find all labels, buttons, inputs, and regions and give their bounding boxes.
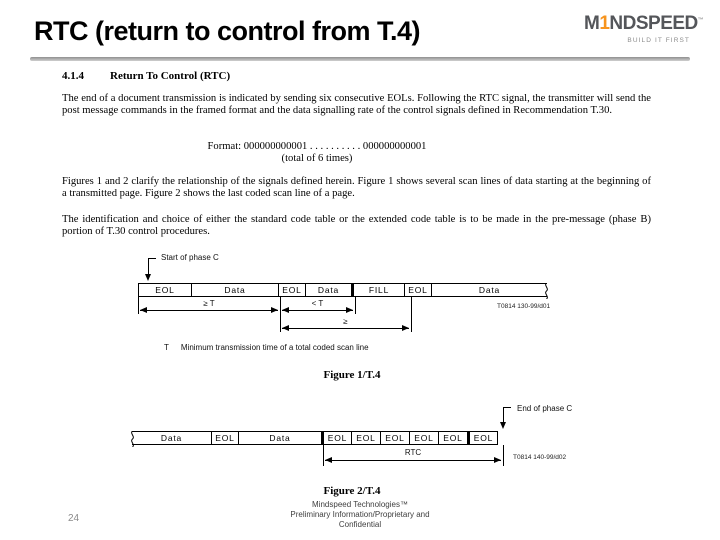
paragraph-figures: Figures 1 and 2 clarify the relationship… [62,176,651,200]
box-label: EOL [443,433,463,443]
legend-term: T [164,343,169,352]
dimension-arrow [282,307,353,313]
logo-wordmark: M1NDSPEED™ [584,13,704,35]
signal-box-eol: EOL [211,431,239,445]
down-arrow-icon [145,274,151,281]
trademark-icon: ™ [697,17,704,24]
paragraph-identification: The identification and choice of either … [62,214,651,238]
legend-text: Minimum transmission time of a total cod… [180,343,369,352]
figure1-legend: T Minimum transmission time of a total co… [164,343,369,352]
span-label-min-t: ≥ T [203,299,215,308]
section-number: 4.1.4 [62,70,84,82]
box-label: Data [317,285,340,295]
footer-confidentiality-1: Preliminary Information/Proprietary and [290,510,430,519]
dimension-arrow [325,457,501,463]
logo-tagline: BUILD IT FIRST [627,37,690,44]
dimension-arrow [282,325,409,331]
section-title: Return To Control (RTC) [110,70,231,82]
signal-box-eol: EOL [278,283,306,297]
signal-box-data: Data [238,431,322,445]
footer-text: Mindspeed Technologies™ Preliminary Info… [210,500,510,530]
dimension-guide [280,297,281,332]
signal-box-eol: EOL [409,431,439,445]
dimension-arrow [140,307,278,313]
torn-edge-icon [131,431,134,447]
box-label: Data [160,433,183,443]
box-label: EOL [385,433,405,443]
signal-box-data: Data [131,431,212,447]
format-block: Format: 000000000001 . . . . . . . . . .… [62,141,572,166]
dimension-guide [138,297,139,314]
dimension-guide [355,297,356,314]
span-label-lt-t: < T [311,299,324,308]
figure1-caption: Figure 1/T.4 [323,369,381,381]
box-label: EOL [408,285,428,295]
signal-box-eol: EOL [321,431,352,445]
box-label: EOL [356,433,376,443]
mindspeed-logo: M1NDSPEED™ BUILD IT FIRST [584,13,704,44]
figure1-signal-row: EOL Data EOL Data FILL EOL Data [138,283,548,299]
phase-c-start-label: Start of phase C [161,253,219,262]
signal-box-data: Data [305,283,352,297]
dimension-guide [411,297,412,332]
signal-box-eol: EOL [467,431,498,445]
corner-bracket [148,258,156,274]
paragraph-transmission: The end of a document transmission is in… [62,93,651,117]
down-arrow-icon [500,422,506,429]
figure1-ref-code: T0814 130-99/d01 [497,303,551,310]
box-label: Data [269,433,291,443]
corner-bracket [503,407,511,422]
logo-letter-m: M [584,13,600,34]
box-label: Data [224,285,246,295]
box-label: FILL [368,285,390,295]
span-label-ge: ≥ [343,317,348,326]
page-number: 24 [68,513,80,524]
phase-c-end-label: End of phase C [517,404,573,413]
logo-letters: NDSPEED [609,13,698,34]
logo-accent-i: 1 [599,13,610,34]
signal-box-eol: EOL [404,283,432,297]
signal-box-eol: EOL [380,431,410,445]
signal-box-eol: EOL [138,283,192,297]
box-label: EOL [473,433,494,443]
figure2-caption: Figure 2/T.4 [323,485,381,497]
signal-box-fill: FILL [351,283,405,297]
span-label-rtc: RTC [404,448,422,457]
figure2-ref-code: T0814 140-99/d02 [513,454,567,461]
signal-box-eol: EOL [351,431,381,445]
box-label: EOL [155,285,175,295]
box-label: EOL [215,433,235,443]
title-divider [30,57,690,61]
format-line: Format: 000000000001 . . . . . . . . . .… [207,141,427,152]
box-label: EOL [282,285,302,295]
box-label: Data [478,285,501,295]
format-note: (total of 6 times) [281,153,353,165]
signal-box-eol: EOL [438,431,468,445]
footer-company: Mindspeed Technologies™ [312,500,408,509]
figure2-signal-row: Data EOL Data EOL EOL EOL EOL EOL EOL [131,431,498,447]
box-label: EOL [327,433,348,443]
torn-edge-icon [545,283,548,299]
box-label: EOL [414,433,434,443]
dimension-guide [323,445,324,466]
signal-box-data: Data [191,283,279,297]
signal-box-data: Data [431,283,548,299]
section-heading: 4.1.4 Return To Control (RTC) [62,70,230,82]
dimension-guide [503,445,504,466]
footer-confidentiality-2: Confidential [338,520,382,529]
page-title: RTC (return to control from T.4) [34,16,420,46]
